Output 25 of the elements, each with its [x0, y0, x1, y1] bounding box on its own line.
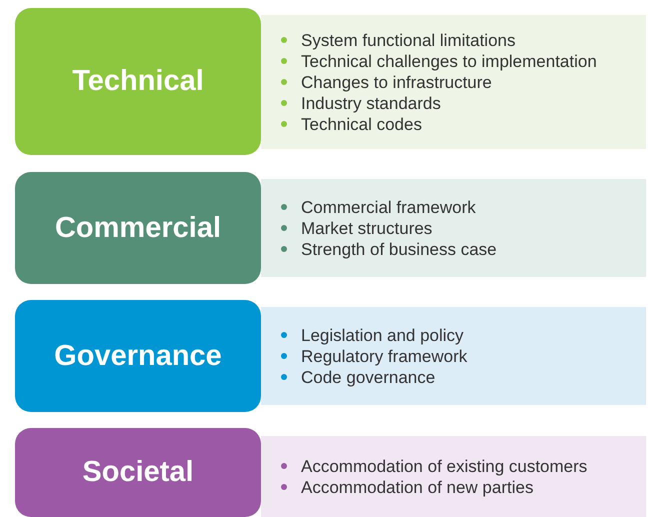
category-box — [15, 428, 261, 517]
bullet-text: Commercial framework — [301, 196, 476, 218]
category-box — [15, 300, 261, 412]
bullet-text: Accommodation of new parties — [301, 476, 534, 498]
bullet-text: Technical codes — [301, 114, 422, 134]
list-panel — [261, 436, 646, 517]
bullet-text: Accommodation of existing customers — [301, 456, 588, 476]
list-panel — [261, 307, 646, 405]
bullet-text: Technical challenges to implementation — [301, 50, 597, 72]
category-title: Societal — [82, 456, 194, 489]
bullet-text: Legislation and policy — [301, 324, 464, 346]
bullet-text: Changes to infrastructure — [301, 72, 492, 92]
category-title: Technical — [72, 65, 204, 98]
category-box — [15, 172, 261, 284]
bullet-text: Code governance — [301, 366, 436, 388]
bullet-text: Regulatory framework — [301, 346, 468, 366]
bullet-text: Market structures — [301, 218, 432, 238]
category-title: Commercial — [54, 212, 221, 244]
list-panel — [261, 179, 646, 277]
list-panel — [261, 15, 646, 149]
bullet-text: System functional limitations — [301, 30, 516, 50]
bullet-text: Industry standards — [301, 92, 441, 114]
bullet-text: Strength of business case — [301, 238, 497, 260]
category-box — [15, 8, 261, 155]
category-title: Governance — [54, 340, 222, 372]
